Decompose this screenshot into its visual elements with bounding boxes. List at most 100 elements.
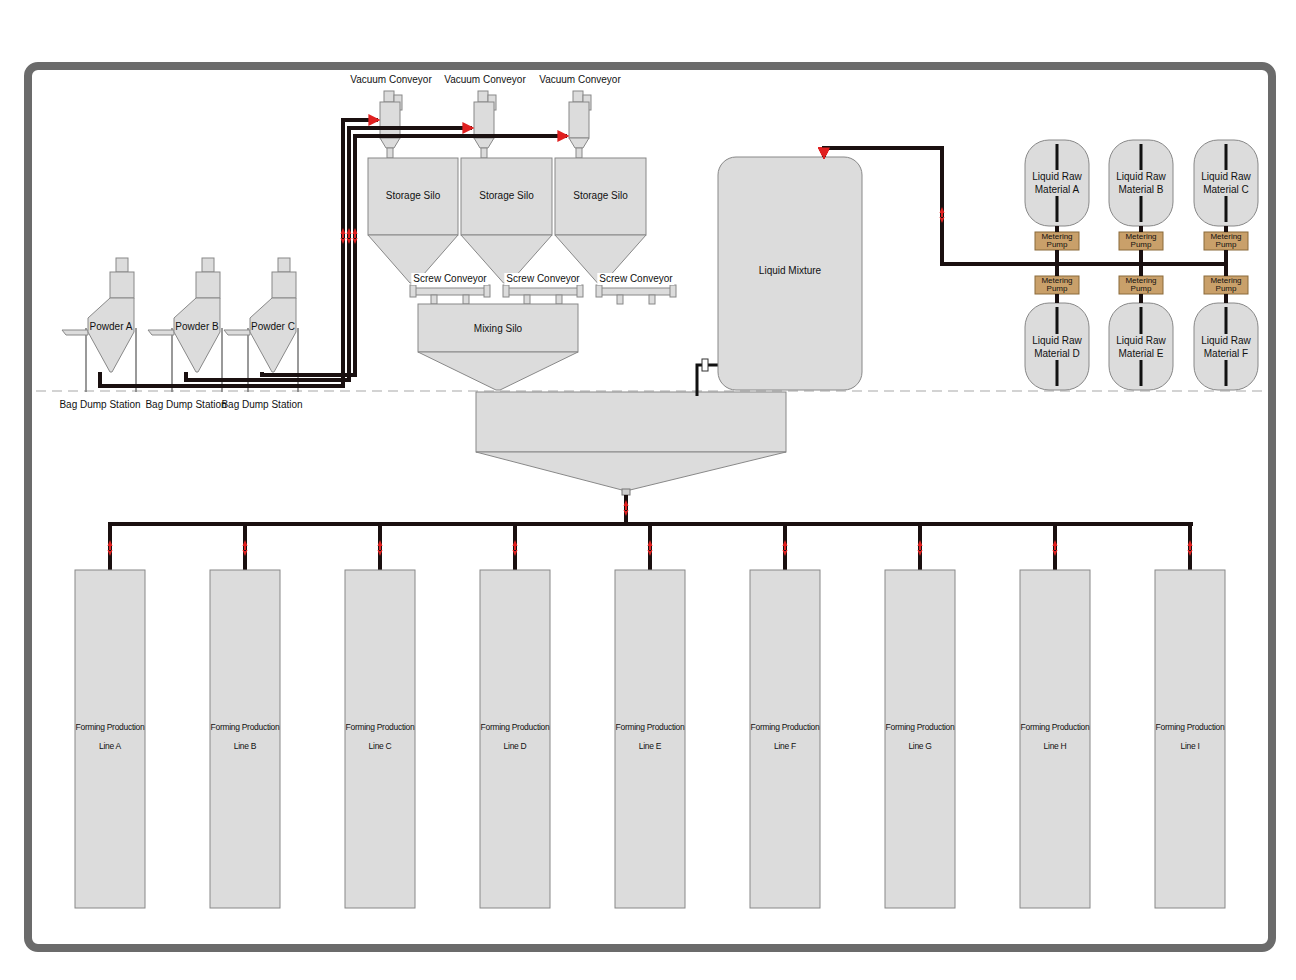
pump-node: Metering Pump	[1035, 232, 1079, 250]
vc-label: Vacuum Conveyor	[350, 73, 432, 86]
powder-node: Powder CBag Dump Station	[224, 258, 300, 372]
powder-label: Powder C	[250, 320, 296, 333]
tank-node: Liquid Raw Material E	[1109, 303, 1173, 390]
shape-part	[345, 570, 415, 908]
line-label: Forming Production Line A	[75, 718, 145, 755]
shape-part	[461, 158, 552, 235]
powder-label: Powder B	[174, 320, 220, 333]
leg	[85, 328, 87, 392]
shape-part	[148, 330, 174, 335]
flow-mark	[624, 500, 629, 516]
silo-label: Storage Silo	[386, 189, 440, 202]
powder-shape	[148, 258, 224, 372]
shape-part	[474, 102, 494, 138]
silo-shape	[555, 158, 646, 283]
screw-node: Screw Conveyor	[596, 287, 676, 297]
leg	[135, 328, 137, 392]
mix-shape	[418, 304, 578, 390]
shape-part	[478, 91, 488, 102]
vc-node: Vacuum Conveyor	[378, 90, 404, 158]
lm-node: Liquid Mixture	[718, 157, 862, 390]
line-node: Forming Production Line I	[1151, 570, 1229, 908]
pipe-connector	[824, 148, 1226, 264]
tank-node: Liquid Raw Material F	[1194, 303, 1258, 390]
pump-node: Metering Pump	[1204, 276, 1248, 294]
shape-part	[600, 288, 672, 295]
buffer-tank-cone	[476, 452, 786, 490]
tank-outlet	[622, 489, 630, 495]
station-label: Bag Dump Station	[59, 398, 140, 411]
shape-part	[224, 330, 250, 335]
line-shape	[476, 570, 554, 908]
line-shape	[881, 570, 959, 908]
pump-label: Metering Pump	[1206, 277, 1246, 293]
shape-part	[484, 285, 490, 297]
pipe-connector	[1055, 294, 1059, 303]
tank-label: Liquid Raw Material F	[1196, 334, 1256, 360]
tank-label: Liquid Raw Material E	[1111, 334, 1171, 360]
powder-shape	[62, 258, 138, 372]
shape-part	[278, 258, 290, 272]
vc-label: Vacuum Conveyor	[539, 73, 621, 86]
line-label: Forming Production Line F	[750, 718, 820, 755]
mixture-pipe	[697, 365, 718, 396]
shape-part	[649, 295, 655, 304]
shape-part	[380, 102, 400, 138]
distribution-pipes	[108, 495, 1193, 570]
shape-part	[463, 295, 469, 304]
leg	[247, 328, 249, 392]
leg	[221, 328, 223, 392]
pump-node: Metering Pump	[1119, 232, 1163, 250]
screw-node: Screw Conveyor	[503, 287, 583, 297]
tank-node: Liquid Raw Material B	[1109, 140, 1173, 226]
line-label: Forming Production Line B	[210, 718, 280, 755]
powder-node: Powder ABag Dump Station	[62, 258, 138, 372]
silo-label: Storage Silo	[479, 189, 533, 202]
shape-part	[410, 285, 416, 297]
shape-part	[210, 570, 280, 908]
shape-part	[750, 570, 820, 908]
pipe-connector	[824, 148, 1057, 276]
shape-part	[556, 295, 562, 304]
shape-part	[1109, 303, 1173, 390]
line-node: Forming Production Line G	[881, 570, 959, 908]
line-label: Forming Production Line D	[480, 718, 550, 755]
shape-part	[116, 258, 128, 272]
flow-mark	[940, 207, 945, 223]
frame	[28, 66, 1272, 948]
pump-label: Metering Pump	[1121, 277, 1161, 293]
screw-label: Screw Conveyor	[411, 273, 488, 285]
shape-part	[202, 258, 214, 272]
pipe-drop	[513, 522, 517, 570]
shape-part	[1035, 232, 1079, 250]
flow-mark	[1053, 540, 1058, 556]
pump-label: Metering Pump	[1037, 233, 1077, 249]
shape-part	[418, 304, 578, 352]
shape-part	[1109, 140, 1173, 226]
powder-shape	[224, 258, 300, 372]
silo-node: Storage Silo	[555, 158, 646, 283]
shape-part	[110, 272, 134, 298]
shape-part	[368, 158, 458, 235]
shape-part	[431, 295, 437, 304]
pipe-connector	[100, 120, 378, 386]
tank-label: Liquid Raw Material C	[1196, 170, 1256, 196]
pipe-drop	[378, 522, 382, 570]
vc-shape	[378, 90, 404, 158]
pump-node: Metering Pump	[1204, 232, 1248, 250]
pipe-drop	[108, 522, 112, 570]
pipe-connector	[824, 148, 1057, 264]
shape-part	[1155, 570, 1225, 908]
station-label: Bag Dump Station	[221, 398, 302, 411]
shape-part	[196, 272, 220, 298]
silo-shape	[368, 158, 458, 283]
tank-node: Liquid Raw Material C	[1194, 140, 1258, 226]
pump-label: Metering Pump	[1206, 233, 1246, 249]
shape-part	[62, 330, 88, 335]
shape-part	[88, 298, 134, 372]
shape-part	[718, 157, 862, 390]
tank-label: Liquid Raw Material A	[1027, 170, 1087, 196]
shape-part	[617, 295, 623, 304]
leg	[171, 328, 173, 392]
